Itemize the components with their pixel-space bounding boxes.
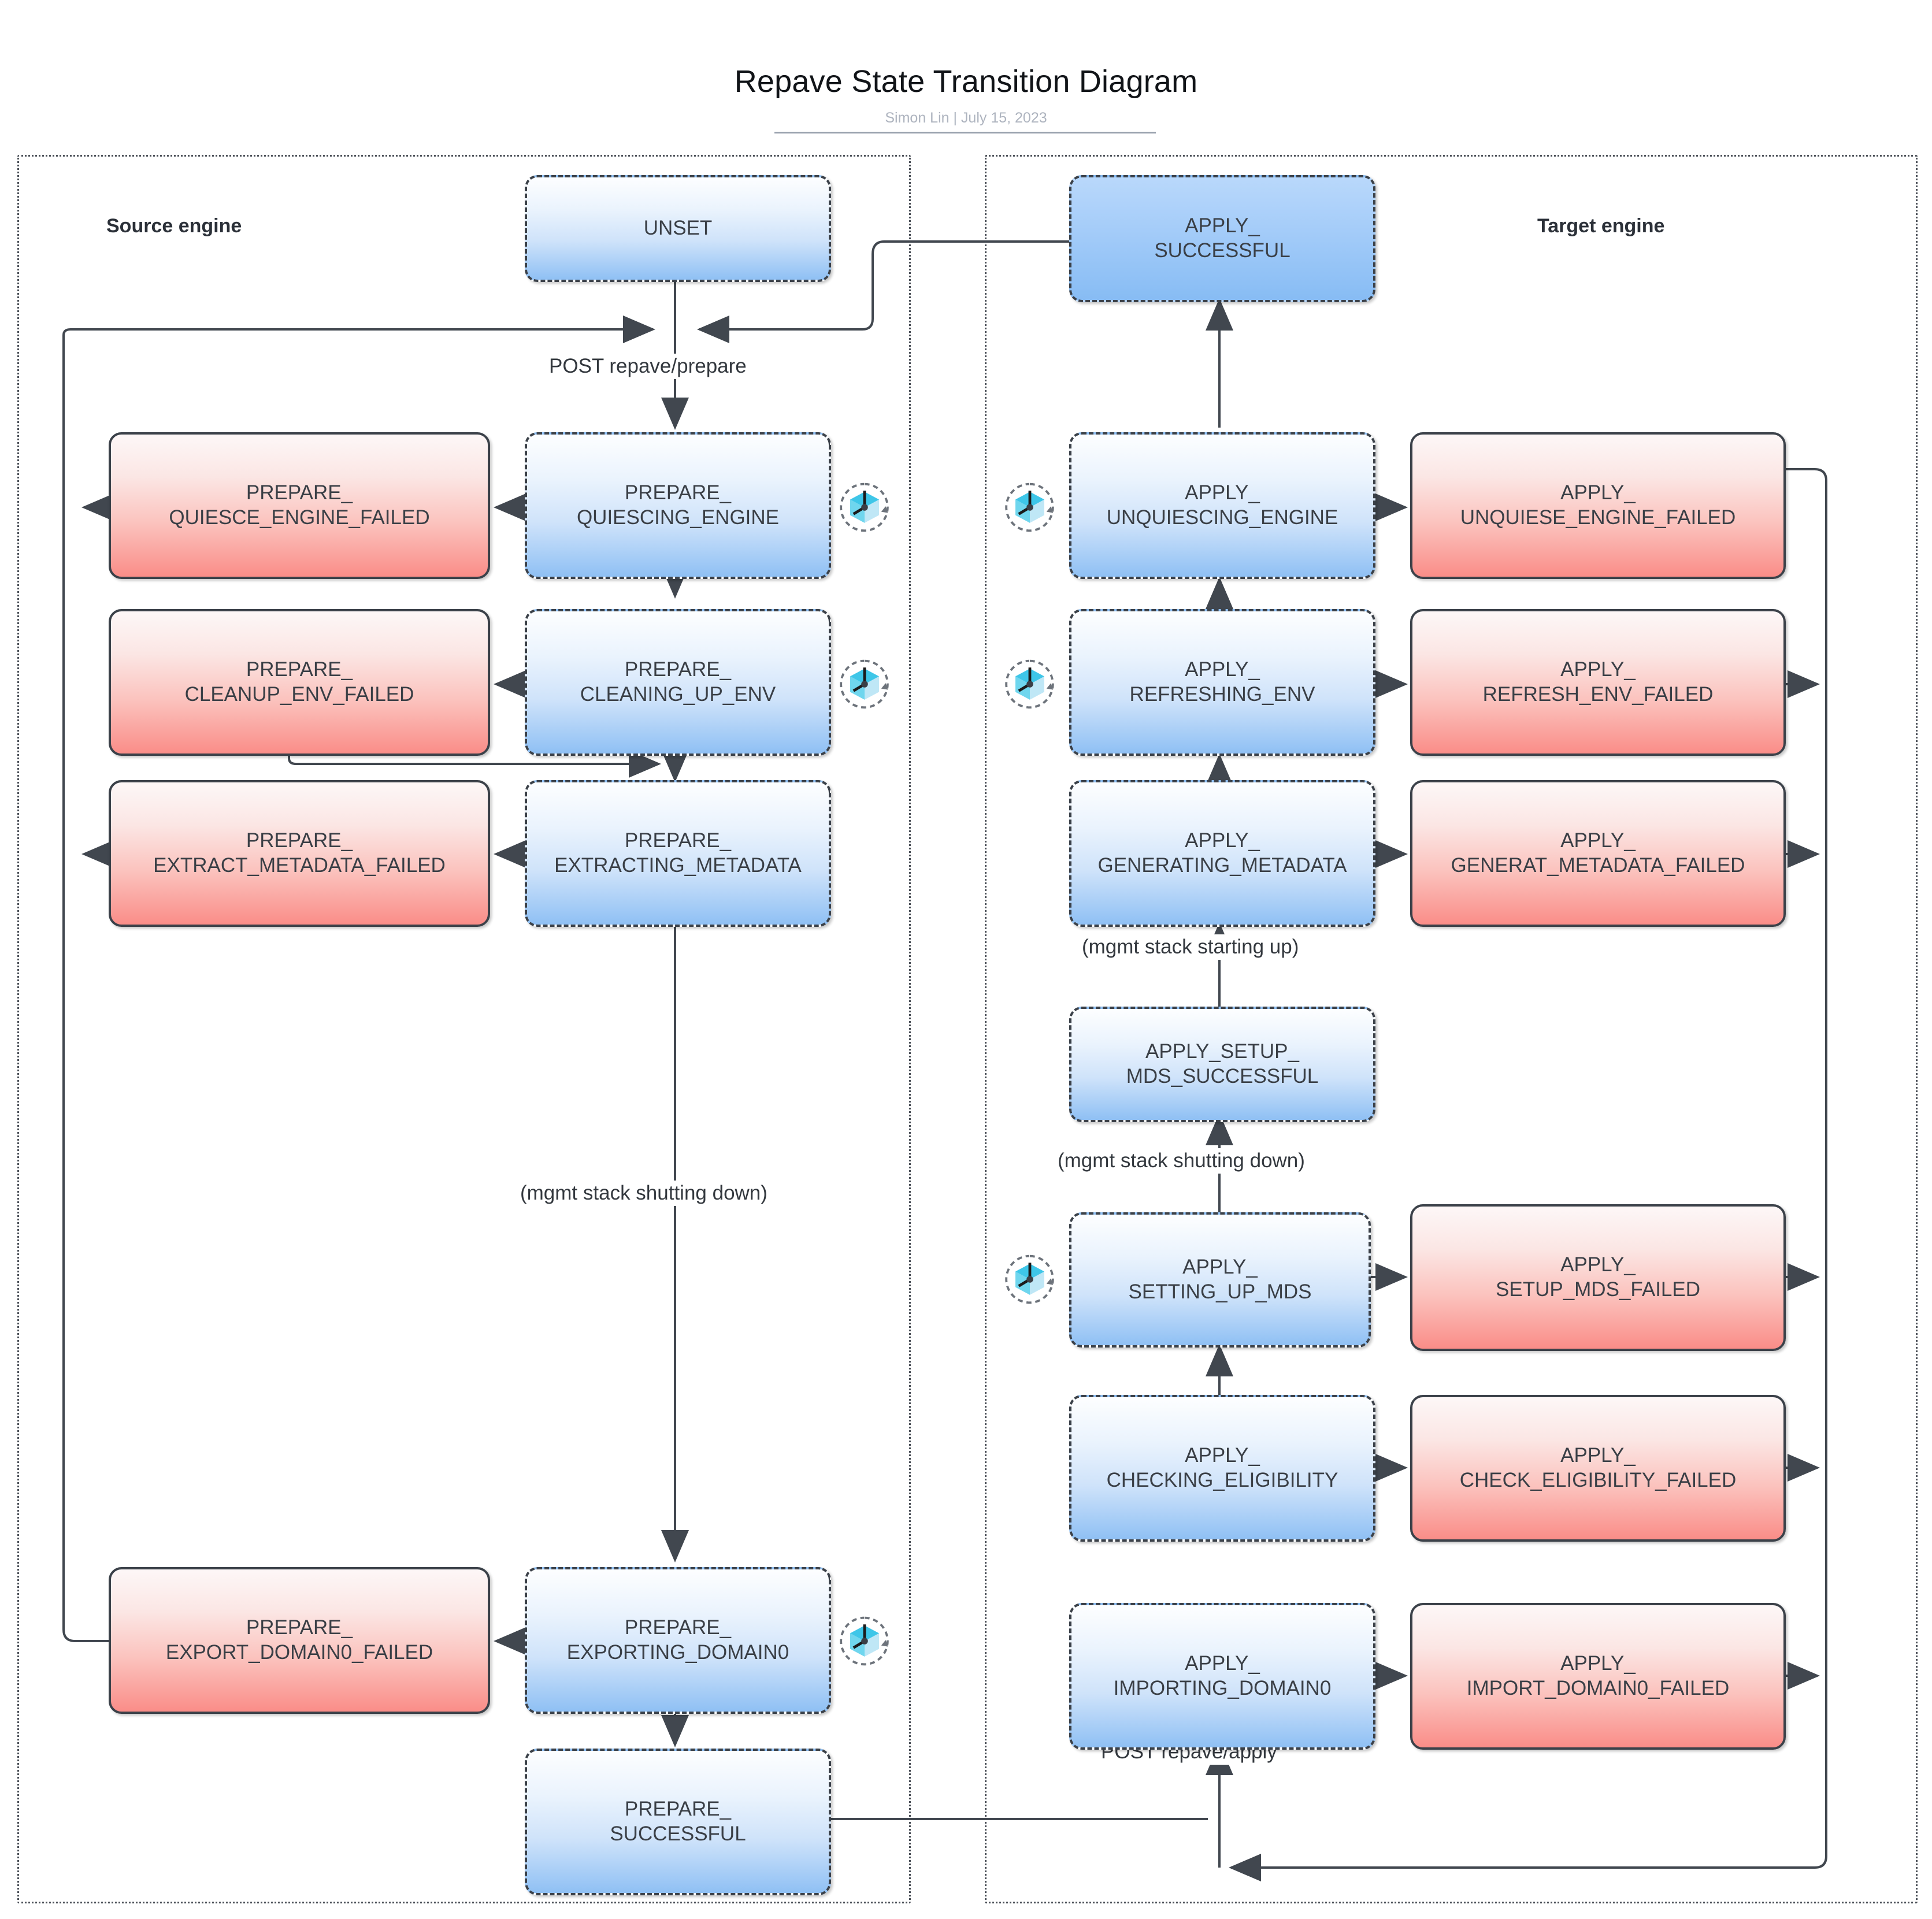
state-node-label: APPLY_ SUCCESSFUL [1154, 214, 1291, 262]
edge-label-mgmt-starting-up: (mgmt stack starting up) [1076, 934, 1305, 960]
state-node-prepare-cleanup-env-failed[interactable]: PREPARE_ CLEANUP_ENV_FAILED [109, 609, 490, 756]
state-node-prepare-export-domain0-failed[interactable]: PREPARE_ EXPORT_DOMAIN0_FAILED [109, 1567, 490, 1714]
edge-label-mgmt-shutdown-left: (mgmt stack shutting down) [514, 1181, 773, 1206]
state-node-label: PREPARE_ CLEANING_UP_ENV [580, 658, 776, 706]
state-node-apply-setting-up-mds[interactable]: APPLY_ SETTING_UP_MDS [1069, 1212, 1371, 1348]
state-node-apply-unquiese-engine-failed[interactable]: APPLY_ UNQUIESE_ENGINE_FAILED [1410, 432, 1786, 579]
state-node-apply-check-eligibility-failed[interactable]: APPLY_ CHECK_ELIGIBILITY_FAILED [1410, 1395, 1786, 1542]
state-node-unset[interactable]: UNSET [525, 175, 831, 282]
state-node-apply-unquiescing-engine[interactable]: APPLY_ UNQUIESCING_ENGINE [1069, 432, 1375, 579]
state-node-apply-refreshing-env[interactable]: APPLY_ REFRESHING_ENV [1069, 609, 1375, 756]
state-node-label: PREPARE_ QUIESCE_ENGINE_FAILED [169, 481, 430, 529]
clock-cube-icon [1005, 1254, 1054, 1304]
state-node-apply-import-domain0-failed[interactable]: APPLY_ IMPORT_DOMAIN0_FAILED [1410, 1603, 1786, 1750]
state-node-label: APPLY_ CHECKING_ELIGIBILITY [1106, 1444, 1338, 1491]
swimlane-target [985, 155, 1918, 1903]
state-node-apply-checking-eligibility[interactable]: APPLY_ CHECKING_ELIGIBILITY [1069, 1395, 1375, 1542]
state-node-label: APPLY_SETUP_ MDS_SUCCESSFUL [1126, 1040, 1319, 1087]
state-node-label: PREPARE_ EXPORTING_DOMAIN0 [566, 1616, 789, 1664]
state-node-label: APPLY_ REFRESHING_ENV [1129, 658, 1315, 706]
clock-cube-icon [1005, 659, 1054, 709]
state-node-apply-setup-mds-successful[interactable]: APPLY_SETUP_ MDS_SUCCESSFUL [1069, 1007, 1375, 1122]
page-subtitle: Simon Lin | July 15, 2023 [885, 110, 1047, 126]
state-node-label: PREPARE_ EXTRACT_METADATA_FAILED [153, 829, 446, 877]
state-node-label: PREPARE_ QUIESCING_ENGINE [576, 481, 780, 529]
state-node-prepare-quiescing-engine[interactable]: PREPARE_ QUIESCING_ENGINE [525, 432, 831, 579]
state-node-prepare-exporting-domain0[interactable]: PREPARE_ EXPORTING_DOMAIN0 [525, 1567, 831, 1714]
state-node-apply-setup-mds-failed[interactable]: APPLY_ SETUP_MDS_FAILED [1410, 1204, 1786, 1351]
state-node-apply-successful[interactable]: APPLY_ SUCCESSFUL [1069, 175, 1375, 302]
state-node-label: APPLY_ IMPORTING_DOMAIN0 [1113, 1652, 1332, 1699]
state-node-label: APPLY_ IMPORT_DOMAIN0_FAILED [1466, 1652, 1730, 1699]
state-node-label: PREPARE_ EXTRACTING_METADATA [554, 829, 802, 877]
page-title: Repave State Transition Diagram [734, 64, 1198, 99]
title-underline [774, 132, 1156, 133]
state-node-prepare-cleaning-up-env[interactable]: PREPARE_ CLEANING_UP_ENV [525, 609, 831, 756]
state-node-prepare-extracting-metadata[interactable]: PREPARE_ EXTRACTING_METADATA [525, 780, 831, 927]
swimlane-source-label: Source engine [106, 215, 242, 237]
edge-label-post-prepare: POST repave/prepare [543, 354, 752, 379]
state-node-apply-generat-metadata-failed[interactable]: APPLY_ GENERAT_METADATA_FAILED [1410, 780, 1786, 927]
state-node-label: APPLY_ CHECK_ELIGIBILITY_FAILED [1459, 1444, 1737, 1491]
clock-cube-icon [840, 659, 889, 709]
state-node-label: UNSET [643, 217, 713, 240]
state-node-apply-generating-metadata[interactable]: APPLY_ GENERATING_METADATA [1069, 780, 1375, 927]
state-node-label: APPLY_ GENERATING_METADATA [1097, 829, 1347, 877]
state-node-label: APPLY_ UNQUIESCING_ENGINE [1106, 481, 1338, 529]
state-node-prepare-quiesce-engine-failed[interactable]: PREPARE_ QUIESCE_ENGINE_FAILED [109, 432, 490, 579]
swimlane-source [17, 155, 911, 1903]
state-node-label: PREPARE_ CLEANUP_ENV_FAILED [184, 658, 414, 706]
edge-label-mgmt-shutdown-right: (mgmt stack shutting down) [1052, 1148, 1311, 1174]
state-node-prepare-successful[interactable]: PREPARE_ SUCCESSFUL [525, 1749, 831, 1895]
state-node-label: APPLY_ UNQUIESE_ENGINE_FAILED [1460, 481, 1736, 529]
clock-cube-icon [840, 1616, 889, 1666]
clock-cube-icon [840, 482, 889, 532]
state-node-prepare-extract-metadata-failed[interactable]: PREPARE_ EXTRACT_METADATA_FAILED [109, 780, 490, 927]
state-node-apply-importing-domain0[interactable]: APPLY_ IMPORTING_DOMAIN0 [1069, 1603, 1375, 1750]
state-node-label: PREPARE_ SUCCESSFUL [610, 1798, 746, 1845]
state-node-label: APPLY_ SETTING_UP_MDS [1128, 1256, 1312, 1303]
clock-cube-icon [1005, 482, 1054, 532]
swimlane-target-label: Target engine [1537, 215, 1665, 237]
state-node-label: APPLY_ REFRESH_ENV_FAILED [1482, 658, 1714, 706]
state-node-apply-refresh-env-failed[interactable]: APPLY_ REFRESH_ENV_FAILED [1410, 609, 1786, 756]
state-node-label: PREPARE_ EXPORT_DOMAIN0_FAILED [165, 1616, 433, 1664]
state-node-label: APPLY_ GENERAT_METADATA_FAILED [1451, 829, 1745, 877]
state-node-label: APPLY_ SETUP_MDS_FAILED [1496, 1253, 1700, 1301]
